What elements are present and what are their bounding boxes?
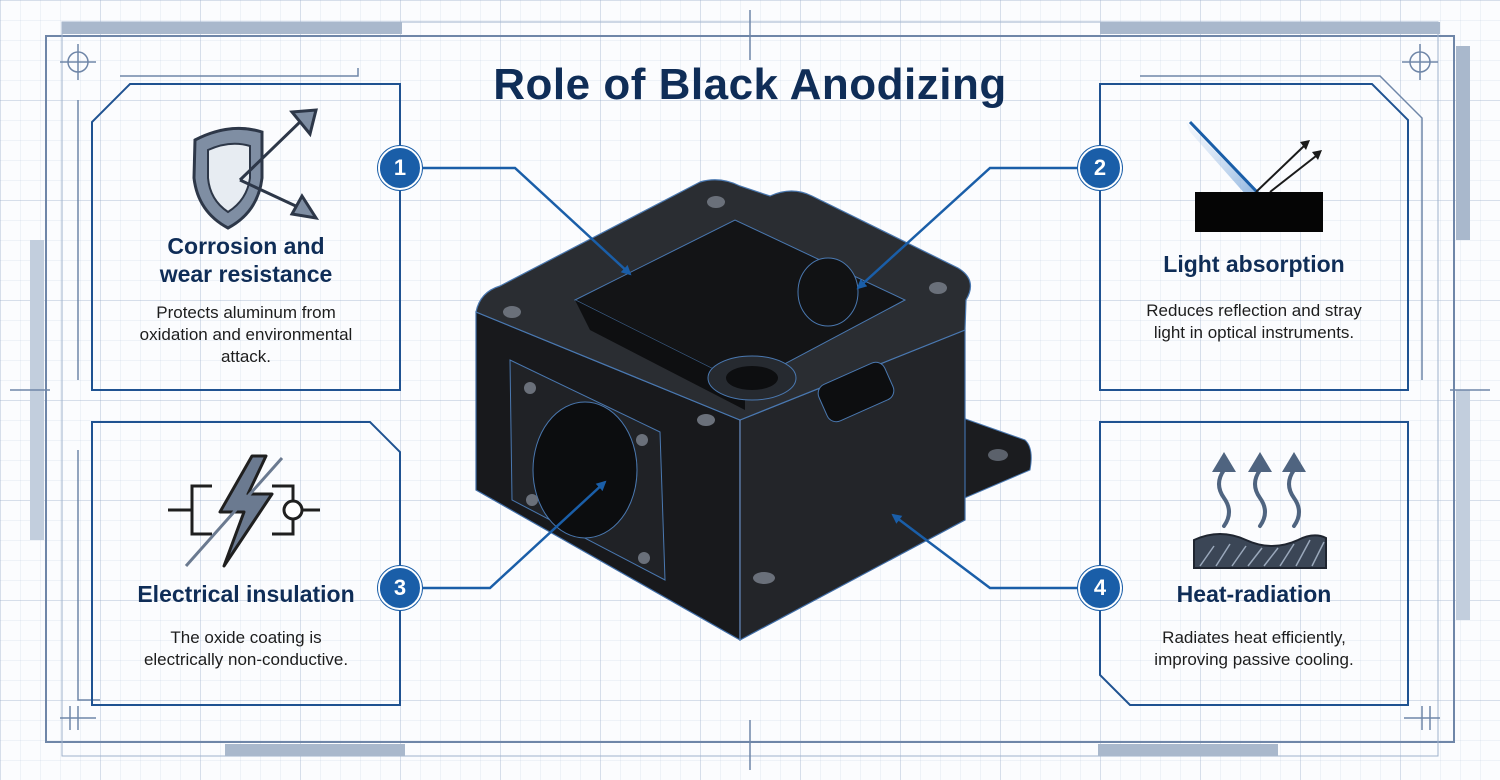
feature-heading-line1: Heat-radiation — [1176, 581, 1332, 607]
feature-card-corrosion: Corrosion and wear resistance Protects a… — [93, 232, 399, 387]
feature-card-light-absorption: Light absorption Reduces reflection and … — [1101, 250, 1407, 360]
light-absorption-icon — [1186, 120, 1323, 232]
outer-frame — [10, 10, 1490, 770]
feature-heading-line1: Electrical insulation — [137, 581, 355, 607]
connector-lines — [420, 166, 1078, 590]
feature-body-line2: improving passive cooling. — [1154, 650, 1354, 669]
callout-badge-4: 4 — [1078, 566, 1122, 610]
feature-body-line3: attack. — [220, 347, 272, 366]
callout-badge-2: 2 — [1078, 146, 1122, 190]
feature-body-line2: electrically non-conductive. — [143, 650, 349, 669]
page-title: Role of Black Anodizing — [493, 60, 1007, 109]
feature-body-line2: light in optical instruments. — [1153, 323, 1355, 342]
feature-body-line1: Reduces reflection and stray — [1146, 301, 1362, 320]
callout-badge-3: 3 — [378, 566, 422, 610]
anodized-part — [475, 179, 1032, 642]
callout-badge-1: 1 — [378, 146, 422, 190]
feature-card-electrical-insulation: Electrical insulation The oxide coating … — [93, 580, 399, 680]
shield-arrows-icon — [192, 108, 320, 230]
electrical-insulation-icon — [168, 454, 320, 568]
feature-heading-line2: wear resistance — [159, 261, 333, 287]
heat-radiation-icon — [1193, 452, 1327, 569]
feature-card-heat-radiation: Heat-radiation Radiates heat efficiently… — [1101, 580, 1407, 680]
feature-body-line1: The oxide coating is — [170, 628, 322, 647]
feature-heading-line1: Corrosion and — [167, 233, 325, 259]
feature-body-line2: oxidation and environmental — [139, 325, 353, 344]
feature-body-line1: Protects aluminum from — [156, 303, 336, 322]
feature-body-line1: Radiates heat efficiently, — [1162, 628, 1346, 647]
feature-heading-line1: Light absorption — [1163, 251, 1345, 277]
